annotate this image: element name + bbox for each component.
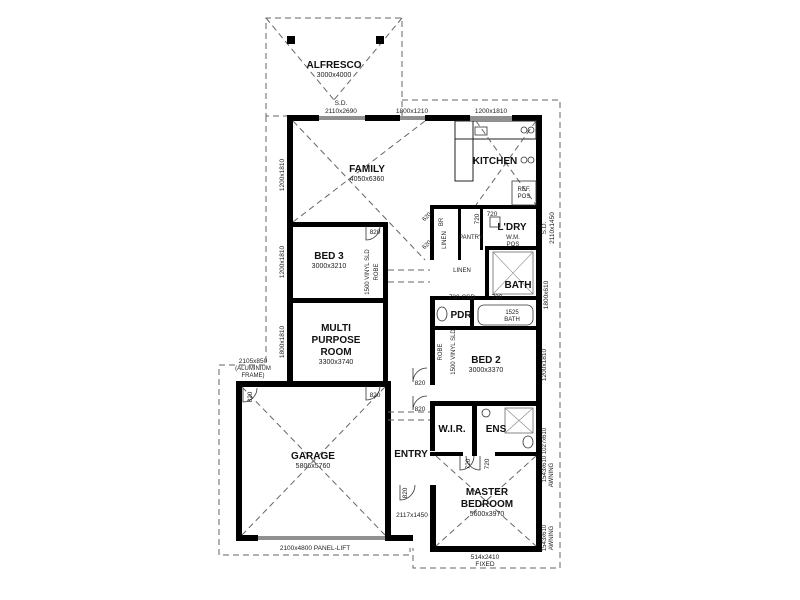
- bath-size: 1525: [505, 310, 519, 316]
- family-name: FAMILY: [349, 164, 385, 175]
- garage-window-3: FRAME): [242, 373, 265, 379]
- bed2-size: 3000x3370: [469, 367, 504, 374]
- right-window-bath: 1800x610: [543, 280, 550, 309]
- door-720-ldry: 720: [487, 211, 498, 218]
- left-window-3: 1800x1810: [279, 326, 286, 359]
- window-top-1: 1800x1210: [396, 108, 429, 115]
- linen-vertical: LINEN: [442, 231, 448, 249]
- bed3-name: BED 3: [314, 251, 344, 262]
- door-820-master: 820: [415, 406, 426, 413]
- wm-pos-1: W.M.: [506, 235, 520, 241]
- alfresco-name: ALFRESCO: [307, 60, 362, 71]
- bath-name: BATH: [504, 280, 531, 291]
- alfresco-outline: [265, 17, 403, 117]
- door-620-lin2: 620: [422, 239, 434, 251]
- door-820-garage: 820: [247, 391, 254, 402]
- linen-horizontal: LINEN: [453, 268, 471, 274]
- right-sd-2: 2110x1450: [549, 212, 556, 244]
- family-size: 4050x6360: [350, 176, 385, 183]
- door-720-ens: 720: [484, 458, 491, 469]
- bath-word: BATH: [504, 317, 520, 323]
- bed2-robe: ROBE: [438, 343, 444, 360]
- right-awning-1: 1543x610 1027x610: [542, 427, 548, 482]
- window-marks: [258, 116, 512, 540]
- pantry-label: PANTRY: [459, 235, 483, 241]
- kitchen-fixtures: [474, 126, 537, 206]
- right-window-bed2: 1200x1810: [541, 349, 548, 382]
- garage-window-1: 2105x850: [239, 358, 268, 365]
- master-name-2: BEDROOM: [461, 499, 513, 510]
- laundry-name: L'DRY: [497, 222, 527, 233]
- mpr-name-3: ROOM: [320, 347, 351, 358]
- pdr-name: PDR: [450, 310, 472, 321]
- mpr-name-2: PURPOSE: [312, 335, 361, 346]
- alfresco-size: 3000x4000: [317, 72, 352, 79]
- master-name-1: MASTER: [466, 487, 509, 498]
- right-awning-2b: AWNING: [549, 525, 555, 550]
- door-720-pantry: 720: [474, 213, 481, 224]
- garage-door-label: 2100x4800 PANEL-LIFT: [280, 545, 350, 552]
- walls: [236, 115, 542, 552]
- window-top-2: 1200x1810: [475, 108, 508, 115]
- right-awning-2: 1543x610: [542, 524, 548, 551]
- eaves-outline: [218, 99, 561, 569]
- bathroom-fixtures: [436, 216, 534, 449]
- master-window-1: 514x2410: [471, 554, 500, 561]
- room-labels: ALFRESCO 3000x4000 FAMILY 4050x6360 KITC…: [291, 60, 531, 518]
- broom-label: BR: [439, 217, 445, 226]
- bed3-robe: ROBE: [374, 263, 380, 280]
- door-720-bath: 720: [492, 294, 503, 301]
- garage-size: 5806x5760: [296, 463, 331, 470]
- bed3-size: 3000x3210: [312, 263, 347, 270]
- mpr-size: 3300x3740: [319, 359, 354, 366]
- annotations: S.D. 2110x2690 1800x1210 1200x1810 REF. …: [235, 100, 556, 568]
- wir-name: W.I.R.: [438, 424, 465, 435]
- entry-name: ENTRY: [394, 449, 428, 460]
- master-size: 5600x3970: [470, 511, 505, 518]
- ens-name: ENS: [486, 424, 507, 435]
- ref-pos-1: REF.: [517, 187, 530, 193]
- door-820-entry: 820: [402, 487, 409, 498]
- door-820-bed3: 820: [370, 229, 381, 236]
- door-820-mpr: 820: [370, 392, 381, 399]
- diagonals: [241, 120, 537, 547]
- bed3-robe-door: 1500 VINYL SLD: [365, 249, 371, 295]
- door-swings: [242, 225, 481, 501]
- right-sd-1: S.D.: [541, 221, 548, 234]
- sd-top-label-2: 2110x2690: [325, 108, 357, 115]
- mpr-name-1: MULTI: [321, 323, 351, 334]
- door-620-lin1: 620: [422, 211, 434, 223]
- wm-pos-2: POS: [507, 242, 520, 248]
- garage-name: GARAGE: [291, 451, 335, 462]
- ref-pos-2: POS: [518, 194, 531, 200]
- left-window-2: 1200x1810: [279, 246, 286, 279]
- bed2-robe-door: 1500 VINYL SLD: [451, 329, 457, 375]
- kitchen-name: KITCHEN: [473, 156, 517, 167]
- garage-window-2: (ALUMINIUM: [235, 366, 271, 372]
- right-awning-1b: AWNING: [549, 462, 555, 487]
- master-window-2: FIXED: [475, 561, 494, 568]
- bed2-name: BED 2: [471, 355, 501, 366]
- sd-top-label-1: S.D.: [335, 100, 348, 107]
- door-720-wir: 720: [465, 458, 472, 469]
- entry-door-label: 2117x1450: [396, 512, 428, 519]
- csd-label: 720 CSD: [449, 294, 476, 301]
- left-window-1: 1200x1810: [279, 159, 286, 192]
- door-820-bed2: 820: [415, 380, 426, 387]
